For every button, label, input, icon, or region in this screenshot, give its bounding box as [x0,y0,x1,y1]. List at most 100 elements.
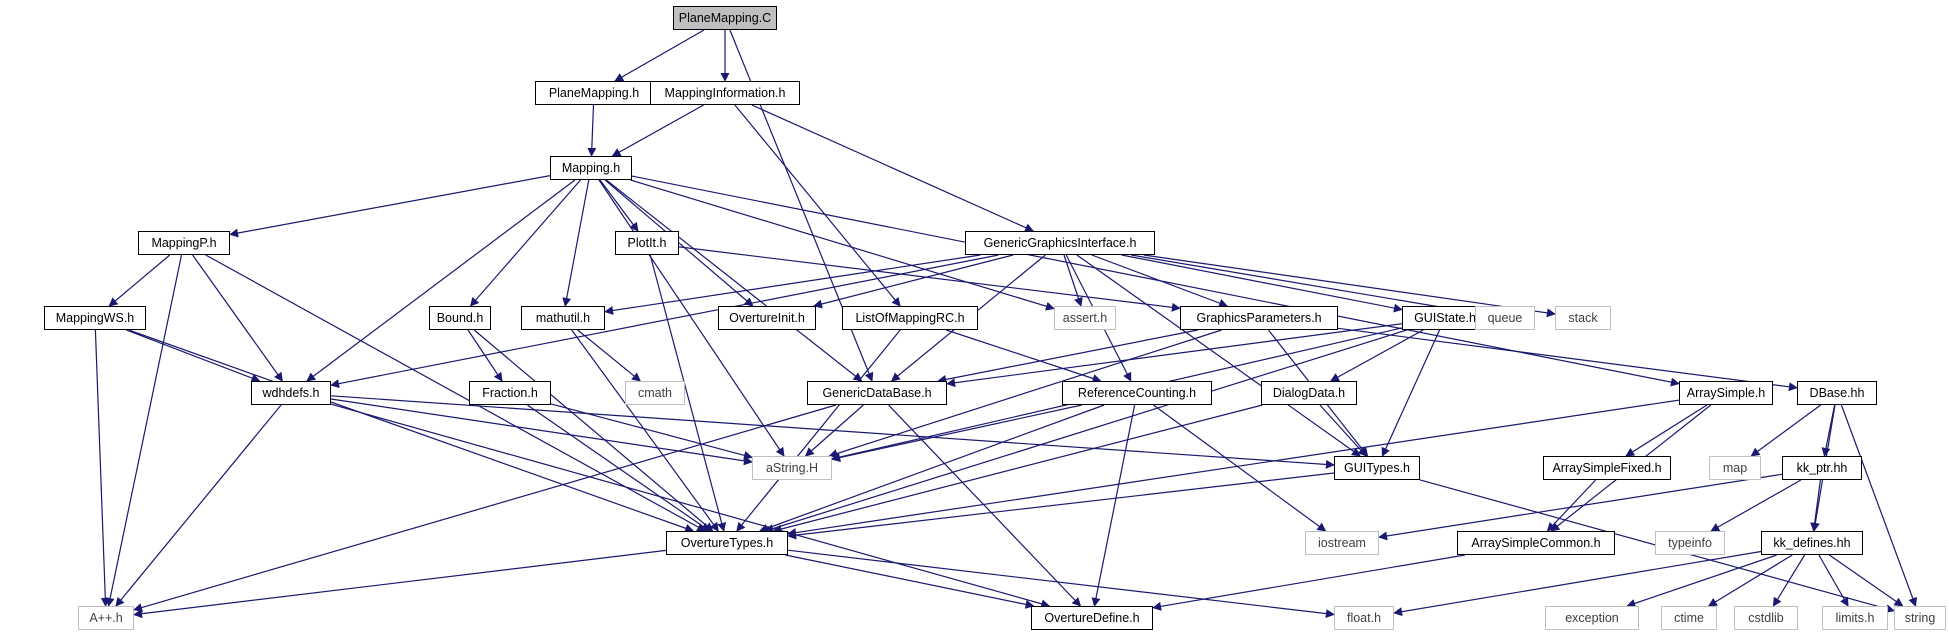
edge-mapping_h-to-overtureinit_h [604,179,754,307]
edge-dbase_hh-to-string [1840,404,1918,607]
edge-kk_ptr_hh-to-typeinfo [1710,479,1802,532]
node-ctime: ctime [1661,606,1717,630]
edge-arraysimplecommon_h-to-overturedefine_h [1152,554,1466,611]
edge-planemapping_c-to-planemapping_h [614,29,705,82]
edge-wdhdefs_h-to-a_h [115,404,282,607]
node-planemapping-h[interactable]: PlaneMapping.h [535,81,653,105]
node-iostream: iostream [1305,531,1379,555]
node-dialogdata-h[interactable]: DialogData.h [1261,381,1357,405]
edge-dbase_hh-to-kk_ptr_hh [1821,404,1836,457]
edge-arraysimple_h-to-overturetypes_h [787,399,1680,538]
edge-ggi_h-to-queue [1131,254,1476,316]
node-guistate-h[interactable]: GUIState.h [1402,306,1488,330]
node-overtureinit-h[interactable]: OvertureInit.h [718,306,816,330]
node-kk-defines-hh[interactable]: kk_defines.hh [1761,531,1863,555]
edge-kk_defines_hh-to-float_h [1393,550,1762,617]
node-stack: stack [1555,306,1611,330]
node-typeinfo: typeinfo [1655,531,1725,555]
edge-referencecounting_h-to-overturetypes_h [758,404,1105,533]
edge-plotit_h-to-overturetypes_h [649,254,727,532]
node-referencecounting-h[interactable]: ReferenceCounting.h [1062,381,1212,405]
edge-mappingp_h-to-overturetypes_h [205,254,707,532]
node-mathutil-h[interactable]: mathutil.h [521,306,605,330]
edge-bound_h-to-fraction_h [467,329,503,382]
node-arraysimplefixed-h[interactable]: ArraySimpleFixed.h [1543,456,1671,480]
edge-mapping_h-to-bound_h [469,179,581,307]
node-guitypes-h[interactable]: GUITypes.h [1334,456,1420,480]
node-a-plus-plus-h: A++.h [78,606,134,630]
edge-ggi_h-to-assert_h [1063,254,1083,307]
node-queue: queue [1475,306,1535,330]
edge-ggi_h-to-mathutil_h [604,254,981,315]
node-string: string [1894,606,1946,630]
edge-dbase_hh-to-map [1750,404,1822,457]
edge-ggi_h-to-overtureinit_h [813,254,1014,309]
edge-dialogdata_h-to-guitypes_h [1319,404,1367,457]
edge-ggi_h-to-wdhdefs_h [330,254,999,389]
edge-kk_ptr_hh-to-iostream [1378,473,1783,541]
edge-mapping_h-to-mathutil_h [562,179,590,307]
edge-arraysimple_h-to-arraysimplefixed_h [1625,404,1708,457]
edge-mapping_h-to-astring_h [598,179,785,457]
node-mappingws-h[interactable]: MappingWS.h [44,306,146,330]
edge-wdhdefs_h-to-overturedefine_h [330,403,1051,609]
node-exception: exception [1545,606,1639,630]
node-fraction-h[interactable]: Fraction.h [469,381,551,405]
node-overturedefine-h[interactable]: OvertureDefine.h [1031,606,1153,630]
node-graphicsparameters-h[interactable]: GraphicsParameters.h [1180,306,1338,330]
edge-kk_defines_hh-to-cstdlib [1772,554,1806,607]
dependency-edges [94,29,1918,619]
node-wdhdefs-h[interactable]: wdhdefs.h [251,381,331,405]
edge-mapping_h-to-arraysimple_h [631,175,1680,387]
edge-arraysimplefixed_h-to-arraysimplecommon_h [1546,479,1597,532]
node-bound-h[interactable]: Bound.h [429,306,491,330]
edge-kk_defines_hh-to-limits_h [1818,554,1849,607]
node-mappinginformation-h[interactable]: MappingInformation.h [650,81,800,105]
edge-mathutil_h-to-overturetypes_h [571,329,719,532]
node-plotit-h[interactable]: PlotIt.h [615,231,679,255]
node-genericgraphicsinterface-h[interactable]: GenericGraphicsInterface.h [965,231,1155,255]
edge-genericdatabase_h-to-astring_h [804,404,864,457]
node-dbase-hh[interactable]: DBase.hh [1797,381,1877,405]
node-mappingp-h[interactable]: MappingP.h [138,231,230,255]
edge-guistate_h-to-genericdatabase_h [946,323,1403,388]
edge-dialogdata_h-to-overturetypes_h [772,404,1263,534]
edge-planemapping_h-to-mapping_h [587,104,597,157]
edge-ggi_h-to-guitypes_h [1076,254,1361,457]
edge-kk_defines_hh-to-exception [1626,554,1777,608]
edge-bound_h-to-overturetypes_h [473,329,714,532]
edge-kk_ptr_hh-to-kk_defines_hh [1810,479,1821,532]
edge-plotit_h-to-graphicsparameters_h [678,246,1181,312]
edge-referencecounting_h-to-astring_h [831,404,1082,462]
node-arraysimplecommon-h[interactable]: ArraySimpleCommon.h [1457,531,1615,555]
edge-mappingws_h-to-wdhdefs_h [126,329,261,383]
edge-graphicsparameters_h-to-dbase_hh [1337,327,1798,392]
edge-listofmappingrc_h-to-referencecounting_h [946,329,1102,383]
node-mapping-h[interactable]: Mapping.h [550,156,632,180]
edge-mapping_h-to-genericdatabase_h [605,179,863,382]
node-listofmappingrc-h[interactable]: ListOfMappingRC.h [842,306,978,330]
edge-graphicsparameters_h-to-genericdatabase_h [937,329,1199,384]
node-float-h: float.h [1334,606,1394,630]
edge-guistate_h-to-guitypes_h [1381,329,1441,457]
edge-mappinginformation_h-to-listofmappingrc_h [734,104,901,307]
edge-kk_defines_hh-to-string [1828,554,1904,607]
edge-mathutil_h-to-cmath [577,329,641,382]
edge-mappingp_h-to-mappingws_h [108,254,171,307]
node-assert-h: assert.h [1054,306,1116,330]
edge-mapping_h-to-plotit_h [599,179,639,232]
edge-overturetypes_h-to-overturedefine_h [785,554,1035,609]
node-arraysimple-h[interactable]: ArraySimple.h [1679,381,1773,405]
edge-overturetypes_h-to-float_h [787,549,1335,619]
node-limits-h: limits.h [1822,606,1888,630]
node-overturetypes-h[interactable]: OvertureTypes.h [666,531,788,555]
edge-genericdatabase_h-to-overturedefine_h [888,404,1082,607]
node-genericdatabase-h[interactable]: GenericDataBase.h [807,381,947,405]
node-kk-ptr-hh[interactable]: kk_ptr.hh [1782,456,1862,480]
node-cstdlib: cstdlib [1734,606,1798,630]
edge-mappingp_h-to-wdhdefs_h [192,254,283,382]
edge-ggi_h-to-graphicsparameters_h [1091,254,1229,308]
edge-mappingws_h-to-overturetypes_h [128,329,695,533]
edge-mappinginformation_h-to-mapping_h [611,104,704,157]
edge-referencecounting_h-to-overturedefine_h [1091,404,1136,607]
